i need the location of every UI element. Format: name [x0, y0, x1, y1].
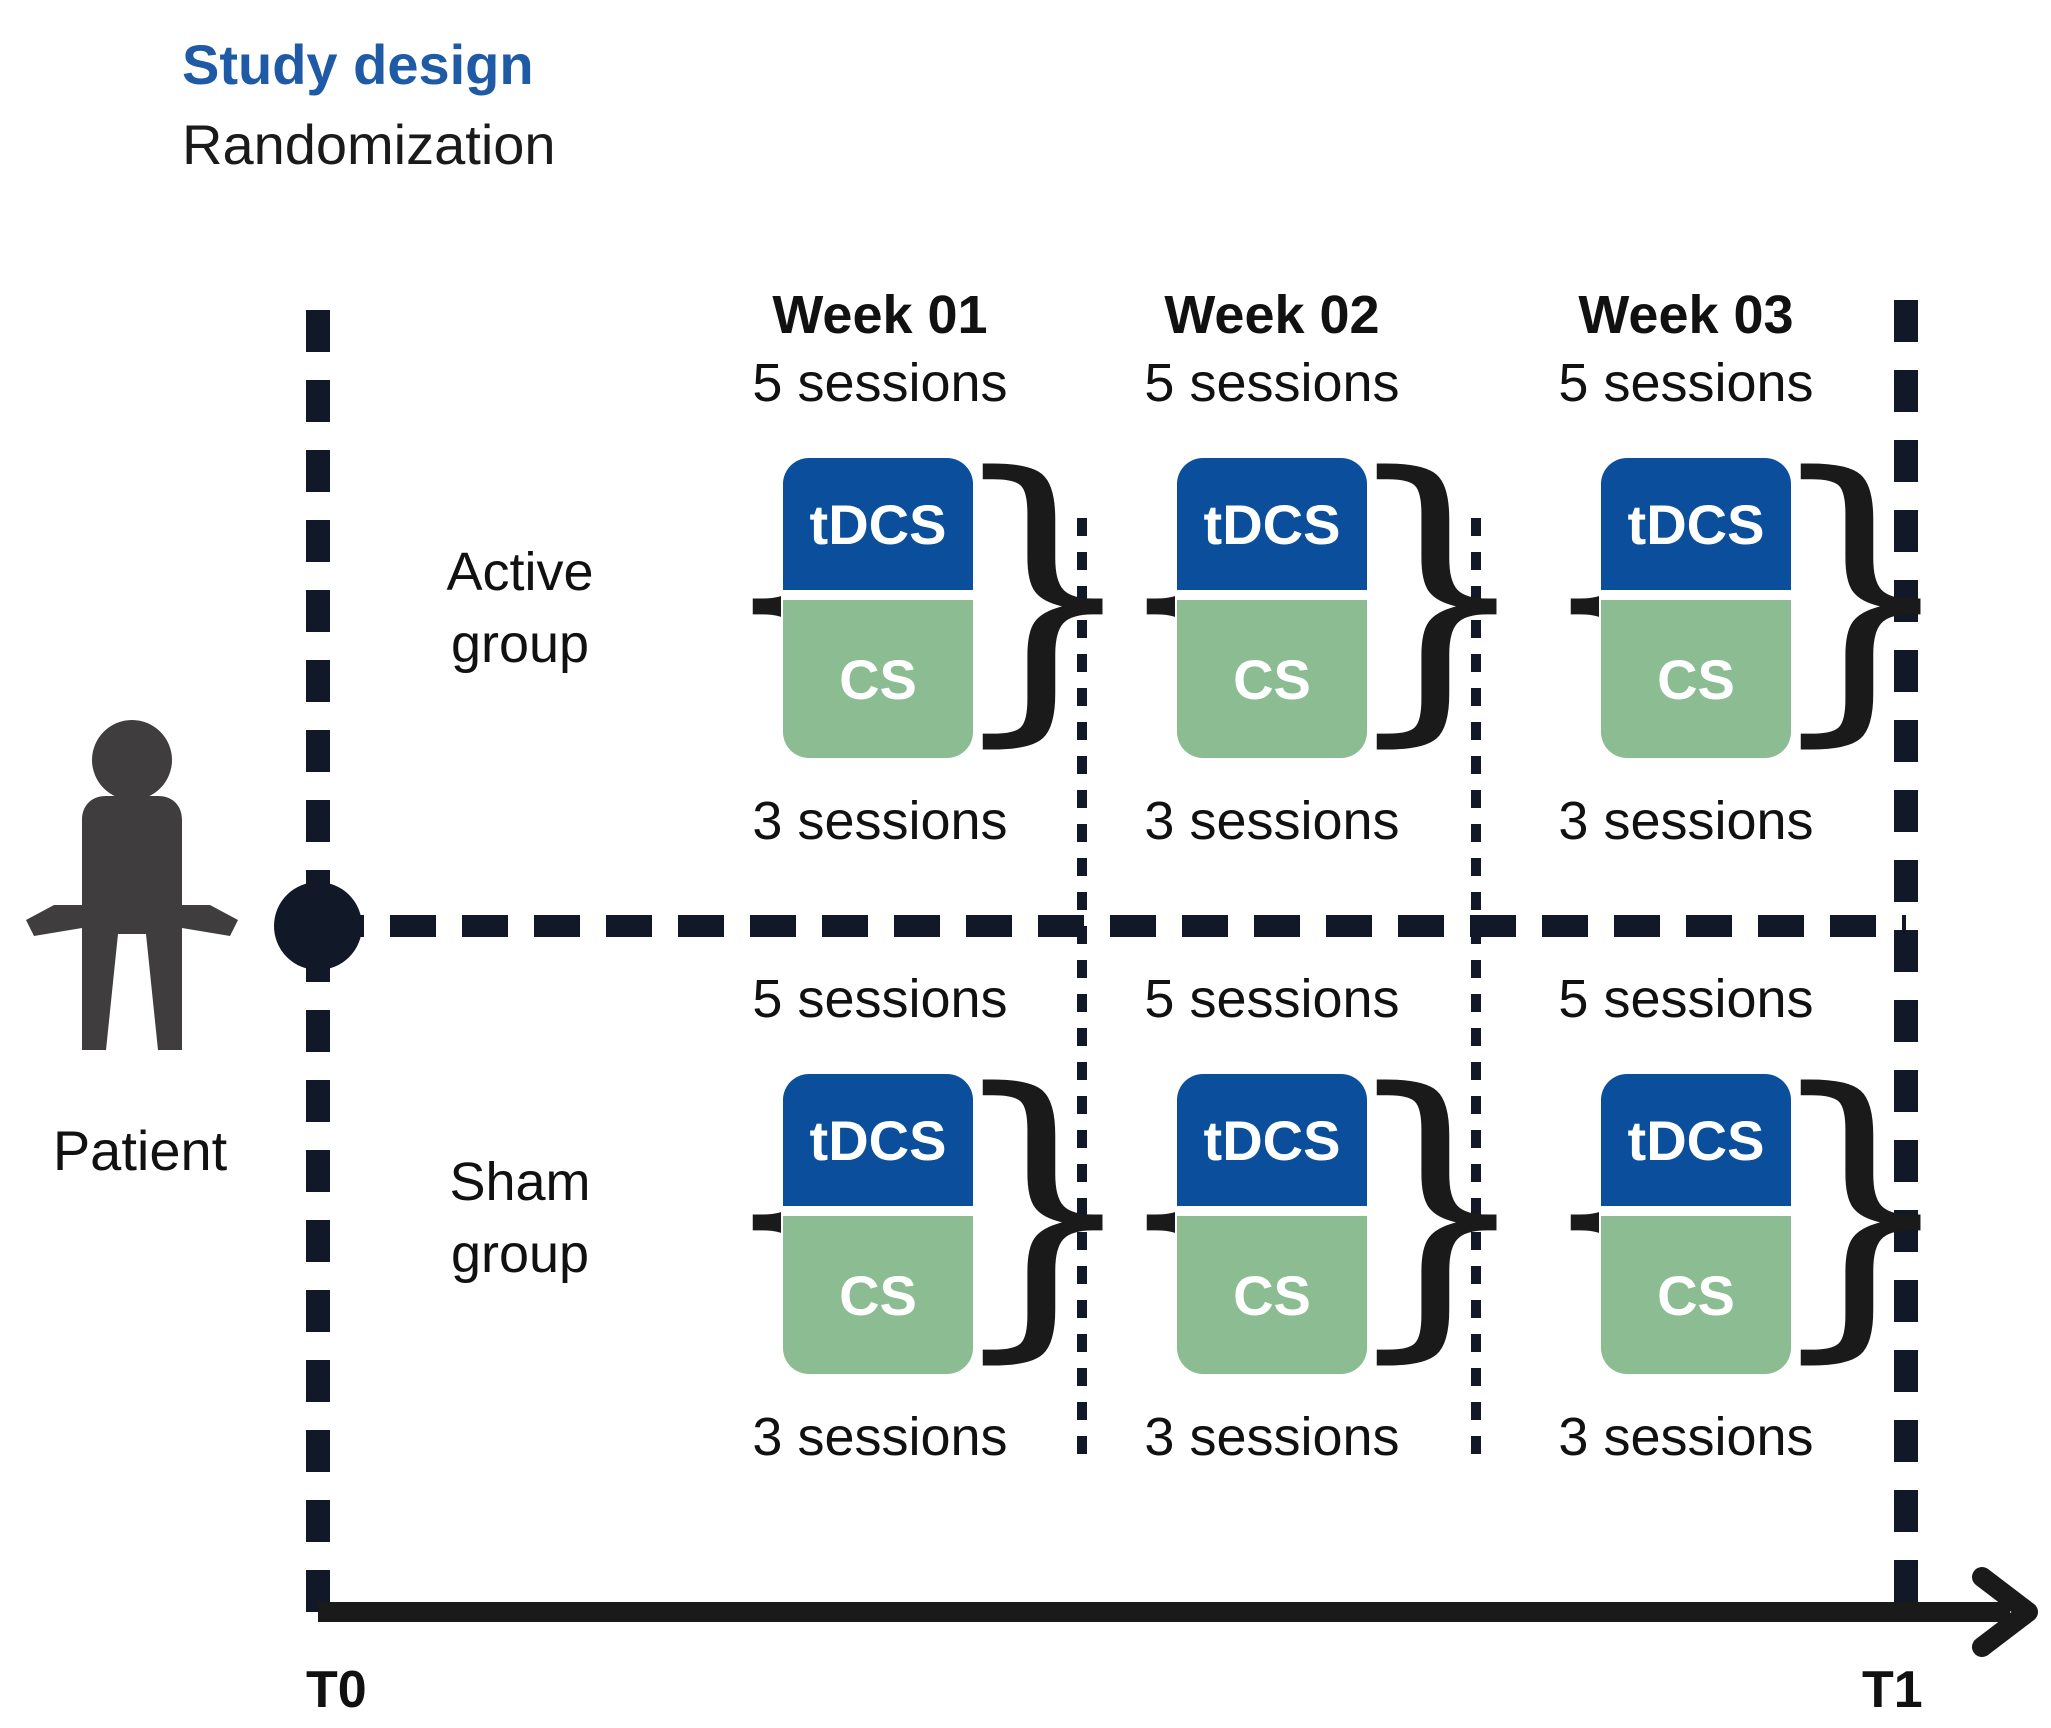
sham-week-03-treatment-box: tDCS CS — [1601, 1074, 1791, 1374]
sham-week-01-right-brace: } — [944, 1028, 1142, 1389]
active-group-label: Active group — [446, 542, 594, 674]
sham-week-01-cs-label: CS — [783, 1216, 973, 1374]
sham-week-02-tdcs-label: tDCS — [1177, 1074, 1367, 1216]
sham-week-01-treatment-box: tDCS CS — [783, 1074, 973, 1374]
sham-week-03-right-brace: } — [1762, 1028, 1960, 1389]
t0-label: T0 — [306, 1661, 367, 1719]
sham-week-01-bottom-sessions: 3 sessions — [752, 1407, 1008, 1467]
active-week-02-tdcs-label: tDCS — [1177, 458, 1367, 600]
active-week-02-right-brace: } — [1338, 412, 1536, 773]
active-week-03-top-sessions: 5 sessions — [1558, 353, 1814, 413]
active-week-01-top-sessions: 5 sessions — [752, 353, 1008, 413]
active-week-01-treatment-box: tDCS CS — [783, 458, 973, 758]
time-axis-arrow — [1972, 1567, 2038, 1657]
week-03-title: Week 03 — [1578, 285, 1794, 345]
active-week-01-right-brace: } — [944, 412, 1142, 773]
sham-week-03-tdcs-label: tDCS — [1601, 1074, 1791, 1216]
sham-week-03-top-sessions: 5 sessions — [1558, 969, 1814, 1029]
sham-week-02-bottom-sessions: 3 sessions — [1144, 1407, 1400, 1467]
randomization-label: Randomization — [182, 113, 556, 176]
active-week-02-treatment-box: tDCS CS — [1177, 458, 1367, 758]
sham-week-03-cs-label: CS — [1601, 1216, 1791, 1374]
active-week-03-tdcs-label: tDCS — [1601, 458, 1791, 600]
active-week-01-bottom-sessions: 3 sessions — [752, 791, 1008, 851]
sham-week-02-treatment-box: tDCS CS — [1177, 1074, 1367, 1374]
active-week-02-cs-label: CS — [1177, 600, 1367, 758]
active-week-01-tdcs-label: tDCS — [783, 458, 973, 600]
active-week-03-right-brace: } — [1762, 412, 1960, 773]
active-week-03-cs-label: CS — [1601, 600, 1791, 758]
sham-week-02-top-sessions: 5 sessions — [1144, 969, 1400, 1029]
sham-week-02-right-brace: } — [1338, 1028, 1536, 1389]
sham-week-01-tdcs-label: tDCS — [783, 1074, 973, 1216]
week-02-title: Week 02 — [1164, 285, 1380, 345]
randomization-node — [274, 882, 362, 970]
active-week-03-treatment-box: tDCS CS — [1601, 458, 1791, 758]
sham-week-02-cs-label: CS — [1177, 1216, 1367, 1374]
week-01-title: Week 01 — [772, 285, 988, 345]
t1-label: T1 — [1862, 1661, 1923, 1719]
active-week-03-bottom-sessions: 3 sessions — [1558, 791, 1814, 851]
person-icon — [26, 720, 238, 1050]
active-week-02-bottom-sessions: 3 sessions — [1144, 791, 1400, 851]
sham-week-03-bottom-sessions: 3 sessions — [1558, 1407, 1814, 1467]
active-week-02-top-sessions: 5 sessions — [1144, 353, 1400, 413]
patient-label: Patient — [52, 1119, 228, 1182]
sham-week-01-top-sessions: 5 sessions — [752, 969, 1008, 1029]
sham-group-label: Sham group — [449, 1152, 591, 1284]
page-title: Study design — [182, 33, 534, 96]
active-week-01-cs-label: CS — [783, 600, 973, 758]
